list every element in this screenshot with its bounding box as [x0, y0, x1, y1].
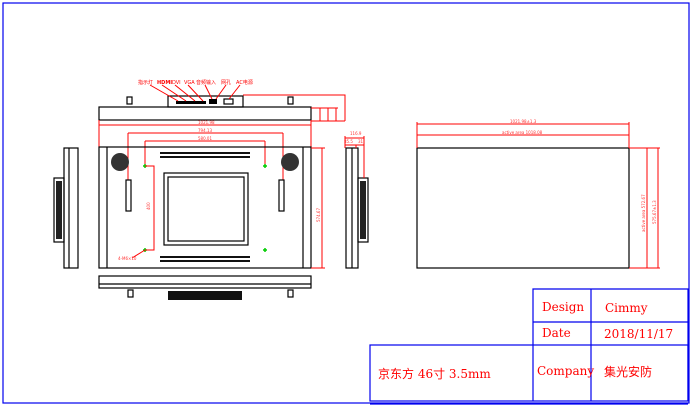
- company-value: 集光安防: [604, 364, 652, 379]
- date-label: Date: [542, 326, 571, 340]
- dimension-depth: 116.9: [350, 131, 362, 136]
- front-view: 1021.98 794.13 580.01 400 4-M6×10 574.67: [98, 120, 325, 269]
- dimension-depth-b: 31: [358, 139, 364, 144]
- top-view: 指示灯 HDMI DVI VGA 音频输入 网孔 AC电源: [98, 79, 346, 122]
- dimension-vesa-width: 580.01: [198, 136, 212, 141]
- design-value: Cimmy: [605, 301, 648, 315]
- speaker-right: [281, 153, 299, 171]
- connector-label: 音频输入: [196, 79, 216, 86]
- dimension-active-width: active area 1018.08: [502, 130, 543, 135]
- product-description: 京东方 46寸 3.5mm: [378, 366, 491, 381]
- connector-label: AC电源: [236, 79, 253, 86]
- connector-labels: 指示灯 HDMI DVI VGA 音频输入 网孔 AC电源: [138, 79, 253, 102]
- dimension-bracket-span: 794.13: [198, 128, 212, 133]
- connector-label: DVI: [172, 80, 181, 86]
- dimension-depth-a: 85.5: [344, 139, 353, 144]
- drawing-frame: [2, 2, 690, 404]
- dimension-panel-width: 1021.98±1.3: [510, 119, 537, 124]
- dimension-vesa-height: 400: [146, 202, 151, 210]
- dimension-active-height: active area 572.67: [641, 194, 646, 232]
- dimension-panel-height: 575.67±1.3: [652, 200, 657, 224]
- right-side-view: 116.9 85.5 31: [344, 131, 369, 269]
- title-block: Design Cimmy Date 2018/11/17 Company 集光安…: [369, 288, 689, 405]
- speaker-left: [111, 153, 129, 171]
- dimension-overall-height: 574.67: [316, 208, 321, 222]
- connector-label: 网孔: [221, 79, 231, 86]
- panel-view: 1021.98±1.3 active area 1018.08 active a…: [416, 119, 660, 269]
- left-side-view: [53, 147, 79, 269]
- dimension-overall-width: 1021.98: [198, 120, 215, 125]
- company-label: Company: [537, 364, 594, 378]
- date-value: 2018/11/17: [604, 327, 673, 341]
- connector-label: 指示灯: [138, 79, 153, 86]
- bottom-view: [98, 275, 312, 300]
- design-label: Design: [542, 300, 584, 314]
- mount-hole-note: 4-M6×10: [118, 256, 137, 261]
- connector-label: VGA: [184, 80, 195, 86]
- connector-label: HDMI: [157, 80, 172, 86]
